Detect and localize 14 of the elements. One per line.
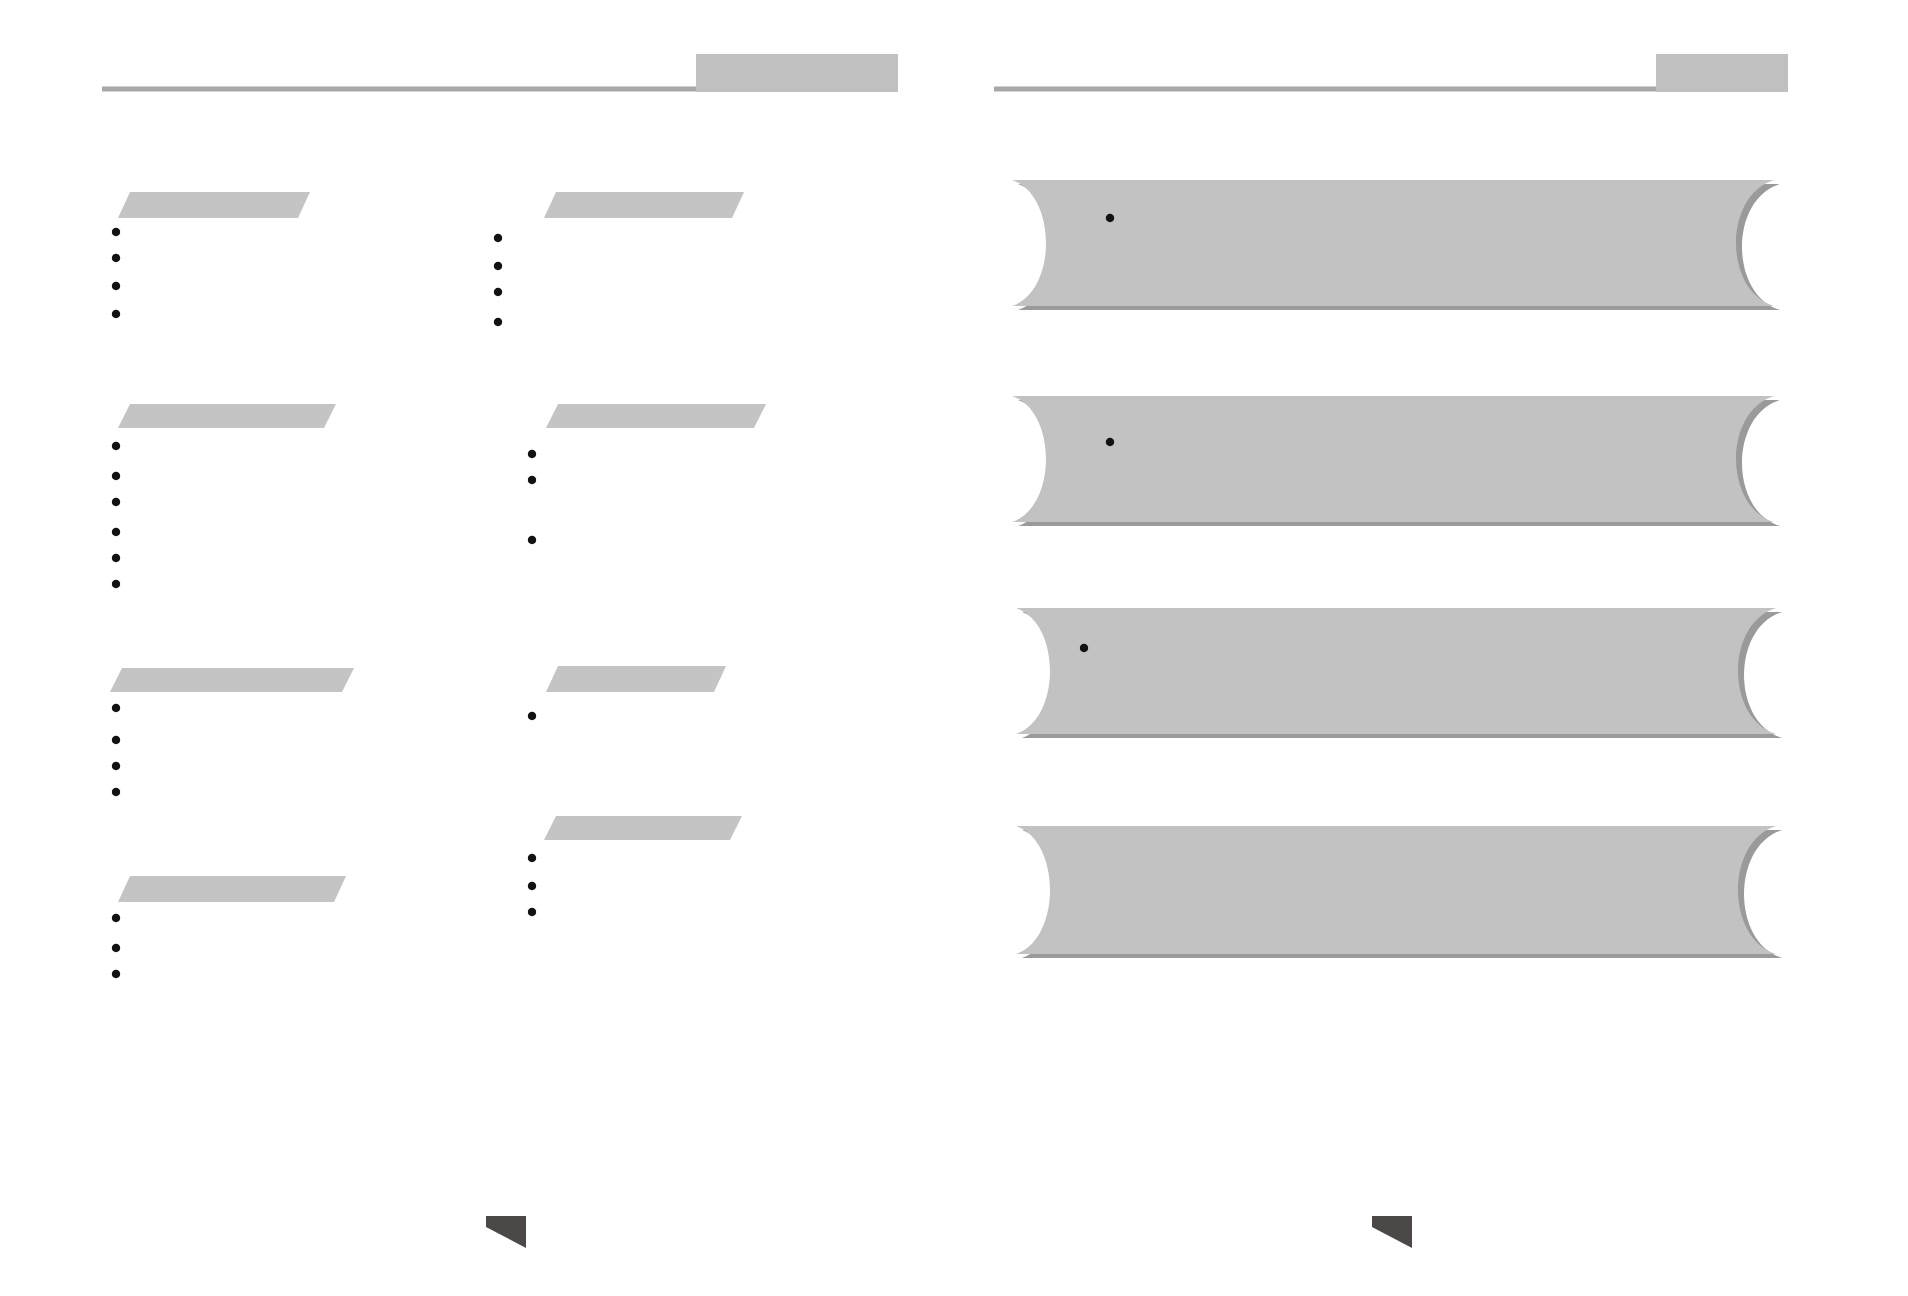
- heading-bar: [118, 192, 310, 218]
- heading-bar: [546, 666, 726, 692]
- scroll-banner: [1016, 608, 1782, 738]
- heading-bar: [546, 404, 766, 428]
- heading-bar: [544, 192, 744, 218]
- heading-bar: [110, 668, 354, 692]
- heading-bar: [118, 876, 346, 902]
- heading-tab: [1656, 54, 1788, 92]
- scroll-banner: [1016, 826, 1782, 958]
- scroll-banner: [1012, 396, 1780, 526]
- heading-bar: [544, 816, 742, 840]
- heading-tab: [696, 54, 898, 92]
- scroll-banner: [1012, 180, 1780, 310]
- heading-bar: [118, 404, 336, 428]
